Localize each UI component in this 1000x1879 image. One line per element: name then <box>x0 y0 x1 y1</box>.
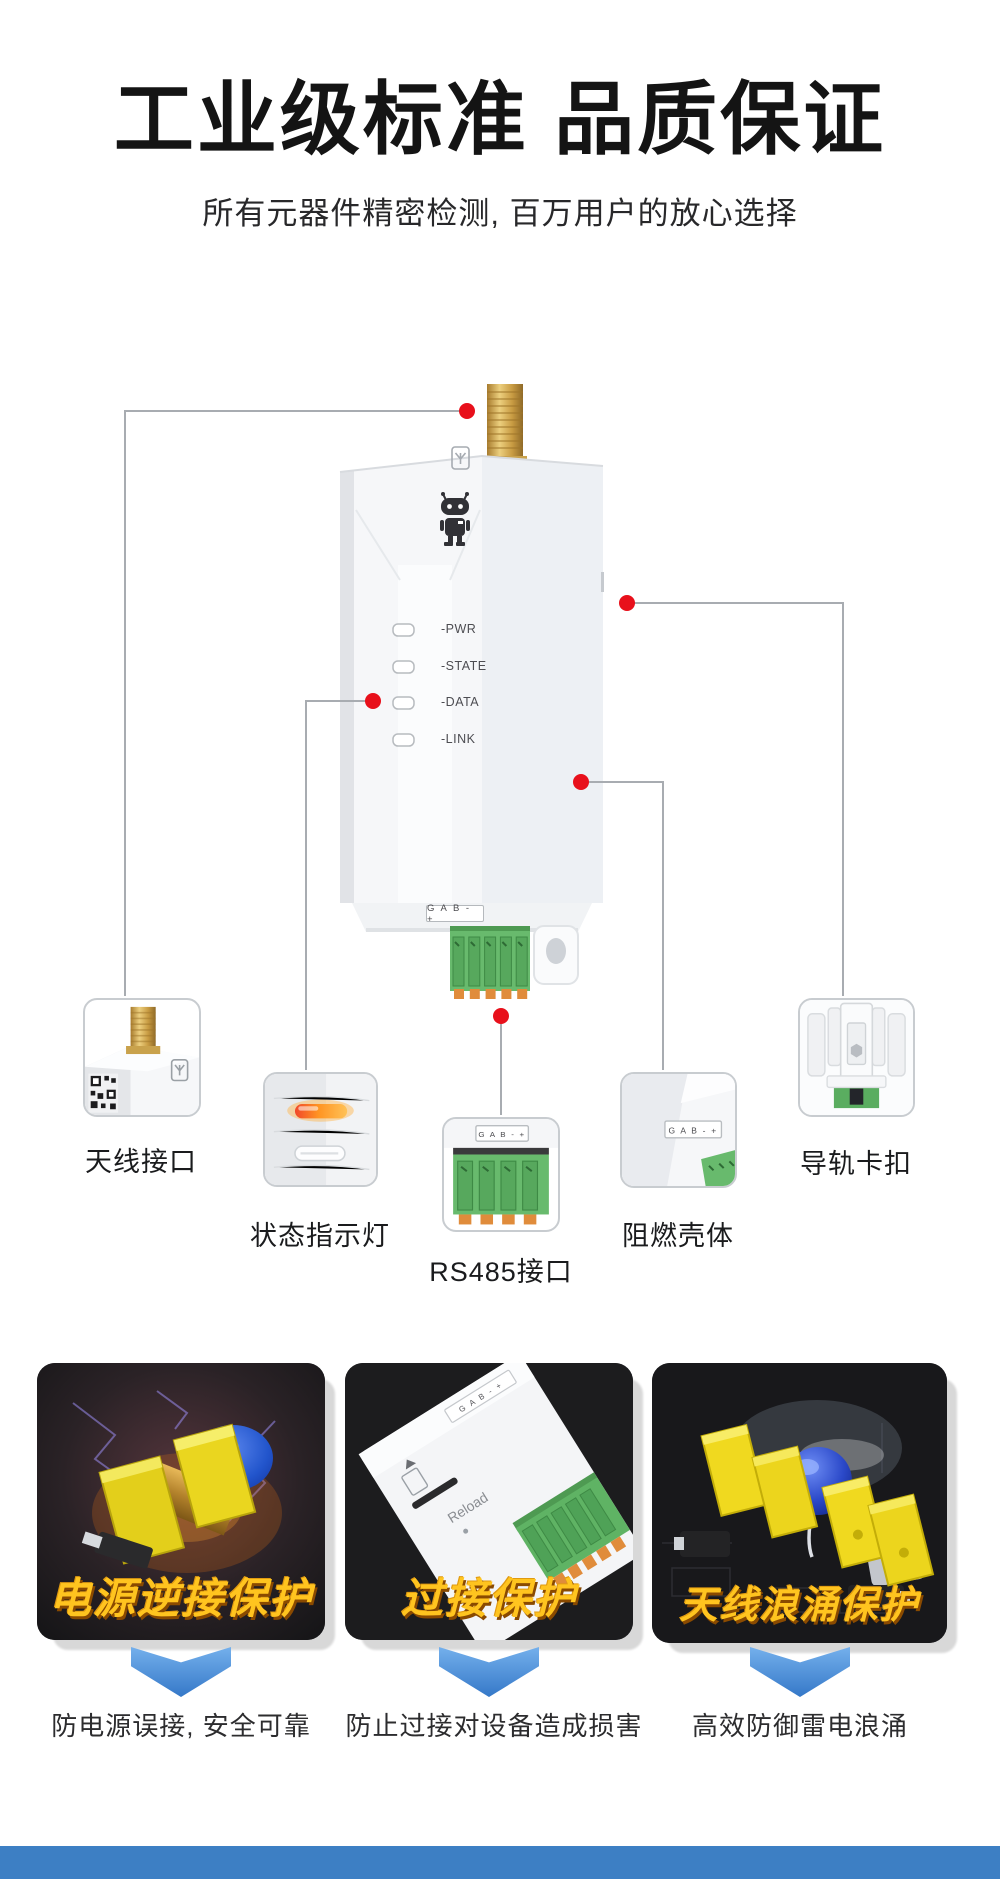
terminal-label-mini: G A B - + <box>669 1125 718 1135</box>
feature-card-overconnect-protection: G A B - + Reload <box>345 1363 633 1640</box>
tilted-device: G A B - + Reload <box>358 1363 633 1640</box>
yellow-plate-1 <box>700 1423 768 1517</box>
led-label-link: -LINK <box>441 732 476 746</box>
footer-bar <box>0 1846 1000 1879</box>
callout-dots <box>365 403 635 1024</box>
terminal-block-mini <box>512 1472 630 1589</box>
yellow-plate-3 <box>821 1475 889 1569</box>
sim-slot <box>412 1477 458 1509</box>
callout-label-antenna: 天线接口 <box>85 1147 197 1177</box>
antenna-connector <box>487 384 523 460</box>
clip-hole <box>850 1043 863 1058</box>
thumb-antenna <box>83 998 201 1117</box>
thumb-status-led <box>263 1072 378 1187</box>
thumb-rs485: G A B - + <box>442 1117 560 1232</box>
led-label-data: -DATA <box>441 695 480 709</box>
mounting-ear <box>533 925 579 985</box>
yellow-plate-left <box>98 1455 186 1565</box>
feature-card-surge-protection: 天线浪涌保护 <box>652 1363 947 1643</box>
robot-logo-icon <box>440 492 470 546</box>
feature-title: 电源逆接保护 <box>48 1575 313 1622</box>
page-title: 工业级标准 品质保证 <box>113 75 887 164</box>
black-pin <box>81 1531 153 1569</box>
orange-led <box>294 1103 348 1119</box>
callout-lines <box>124 410 844 1115</box>
yellow-plate-4 <box>867 1493 935 1587</box>
feature-title: 天线浪涌保护 <box>679 1585 920 1627</box>
feature-caption: 高效防御雷电浪涌 <box>691 1711 908 1741</box>
led-pins <box>392 623 415 747</box>
down-arrow <box>439 1647 539 1697</box>
qr-code <box>88 1073 119 1113</box>
yellow-plate-right <box>172 1423 257 1529</box>
page-subtitle: 所有元器件精密检测, 百万用户的放心选择 <box>202 196 798 231</box>
down-arrow <box>750 1647 850 1697</box>
callout-label-housing: 阻燃壳体 <box>622 1221 734 1251</box>
callout-label-led: 状态指示灯 <box>250 1221 390 1251</box>
thumb-rail-clip <box>798 998 915 1117</box>
feature-card-power-protection: 电源逆接保护 <box>37 1363 325 1640</box>
antenna-icon <box>170 1058 189 1082</box>
terminal-block <box>450 926 530 999</box>
led-label-pwr: -PWR <box>441 622 477 636</box>
yellow-plate-2 <box>751 1445 819 1539</box>
black-diodes <box>674 1531 910 1611</box>
thumb-housing: G A B - + <box>620 1072 737 1188</box>
feature-title: 过接保护 <box>400 1575 577 1622</box>
led-label-state: -STATE <box>441 659 487 673</box>
feature-caption: 防电源误接, 安全可靠 <box>51 1711 311 1741</box>
down-arrow <box>131 1647 231 1697</box>
feature-caption: 防止过接对设备造成损害 <box>345 1711 643 1741</box>
terminal-label: G A B - + <box>426 903 484 925</box>
antenna-icon <box>451 446 470 470</box>
callout-label-railclip: 导轨卡扣 <box>800 1149 912 1179</box>
callout-label-rs485: RS485接口 <box>429 1257 573 1287</box>
terminal-label-mini: G A B - + <box>478 1130 525 1139</box>
